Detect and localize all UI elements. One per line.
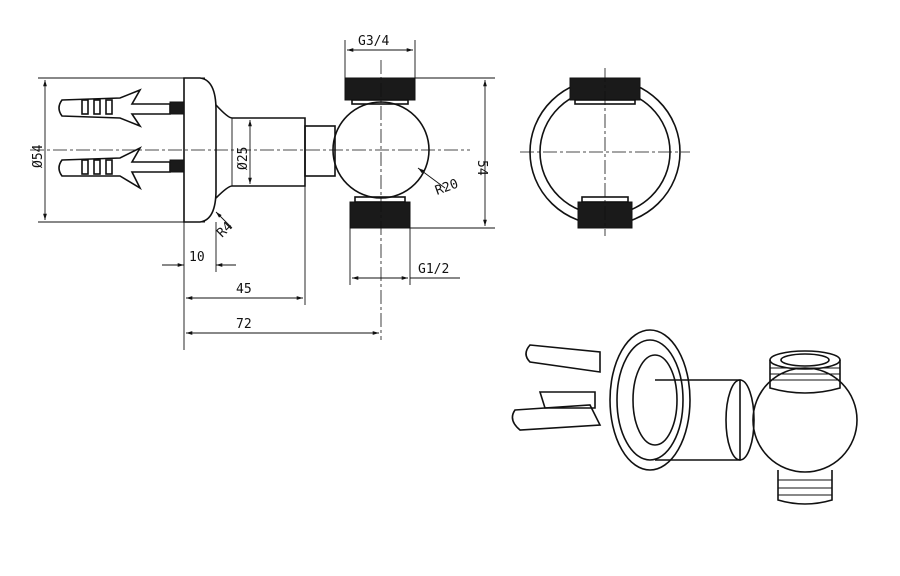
dim-top-thread: G3/4 xyxy=(358,34,389,49)
dim-plate-depth: 10 xyxy=(189,250,205,265)
dim-height: 54 xyxy=(474,160,489,176)
stem xyxy=(215,104,306,199)
dim-plate-diameter: Ø54 xyxy=(31,144,46,168)
dim-stem-length: 45 xyxy=(236,282,252,297)
bottom-thread xyxy=(349,201,411,229)
wall-plate xyxy=(183,77,217,223)
wall-anchor-top xyxy=(58,88,185,128)
dim-fillet-radius: R4 xyxy=(214,219,236,241)
side-view: Ø54 Ø25 G3/4 54 R20 R4 10 G1/2 45 72 xyxy=(30,34,495,350)
front-view xyxy=(520,68,690,236)
dim-ball-radius: R20 xyxy=(433,177,460,199)
connector xyxy=(304,125,336,177)
dim-overall-length: 72 xyxy=(236,317,252,332)
dim-stem-diameter: Ø25 xyxy=(236,147,251,170)
top-thread xyxy=(344,77,416,101)
dim-bottom-thread: G1/2 xyxy=(418,262,449,277)
isometric-view xyxy=(511,329,858,505)
wall-anchor-bottom xyxy=(58,146,185,191)
